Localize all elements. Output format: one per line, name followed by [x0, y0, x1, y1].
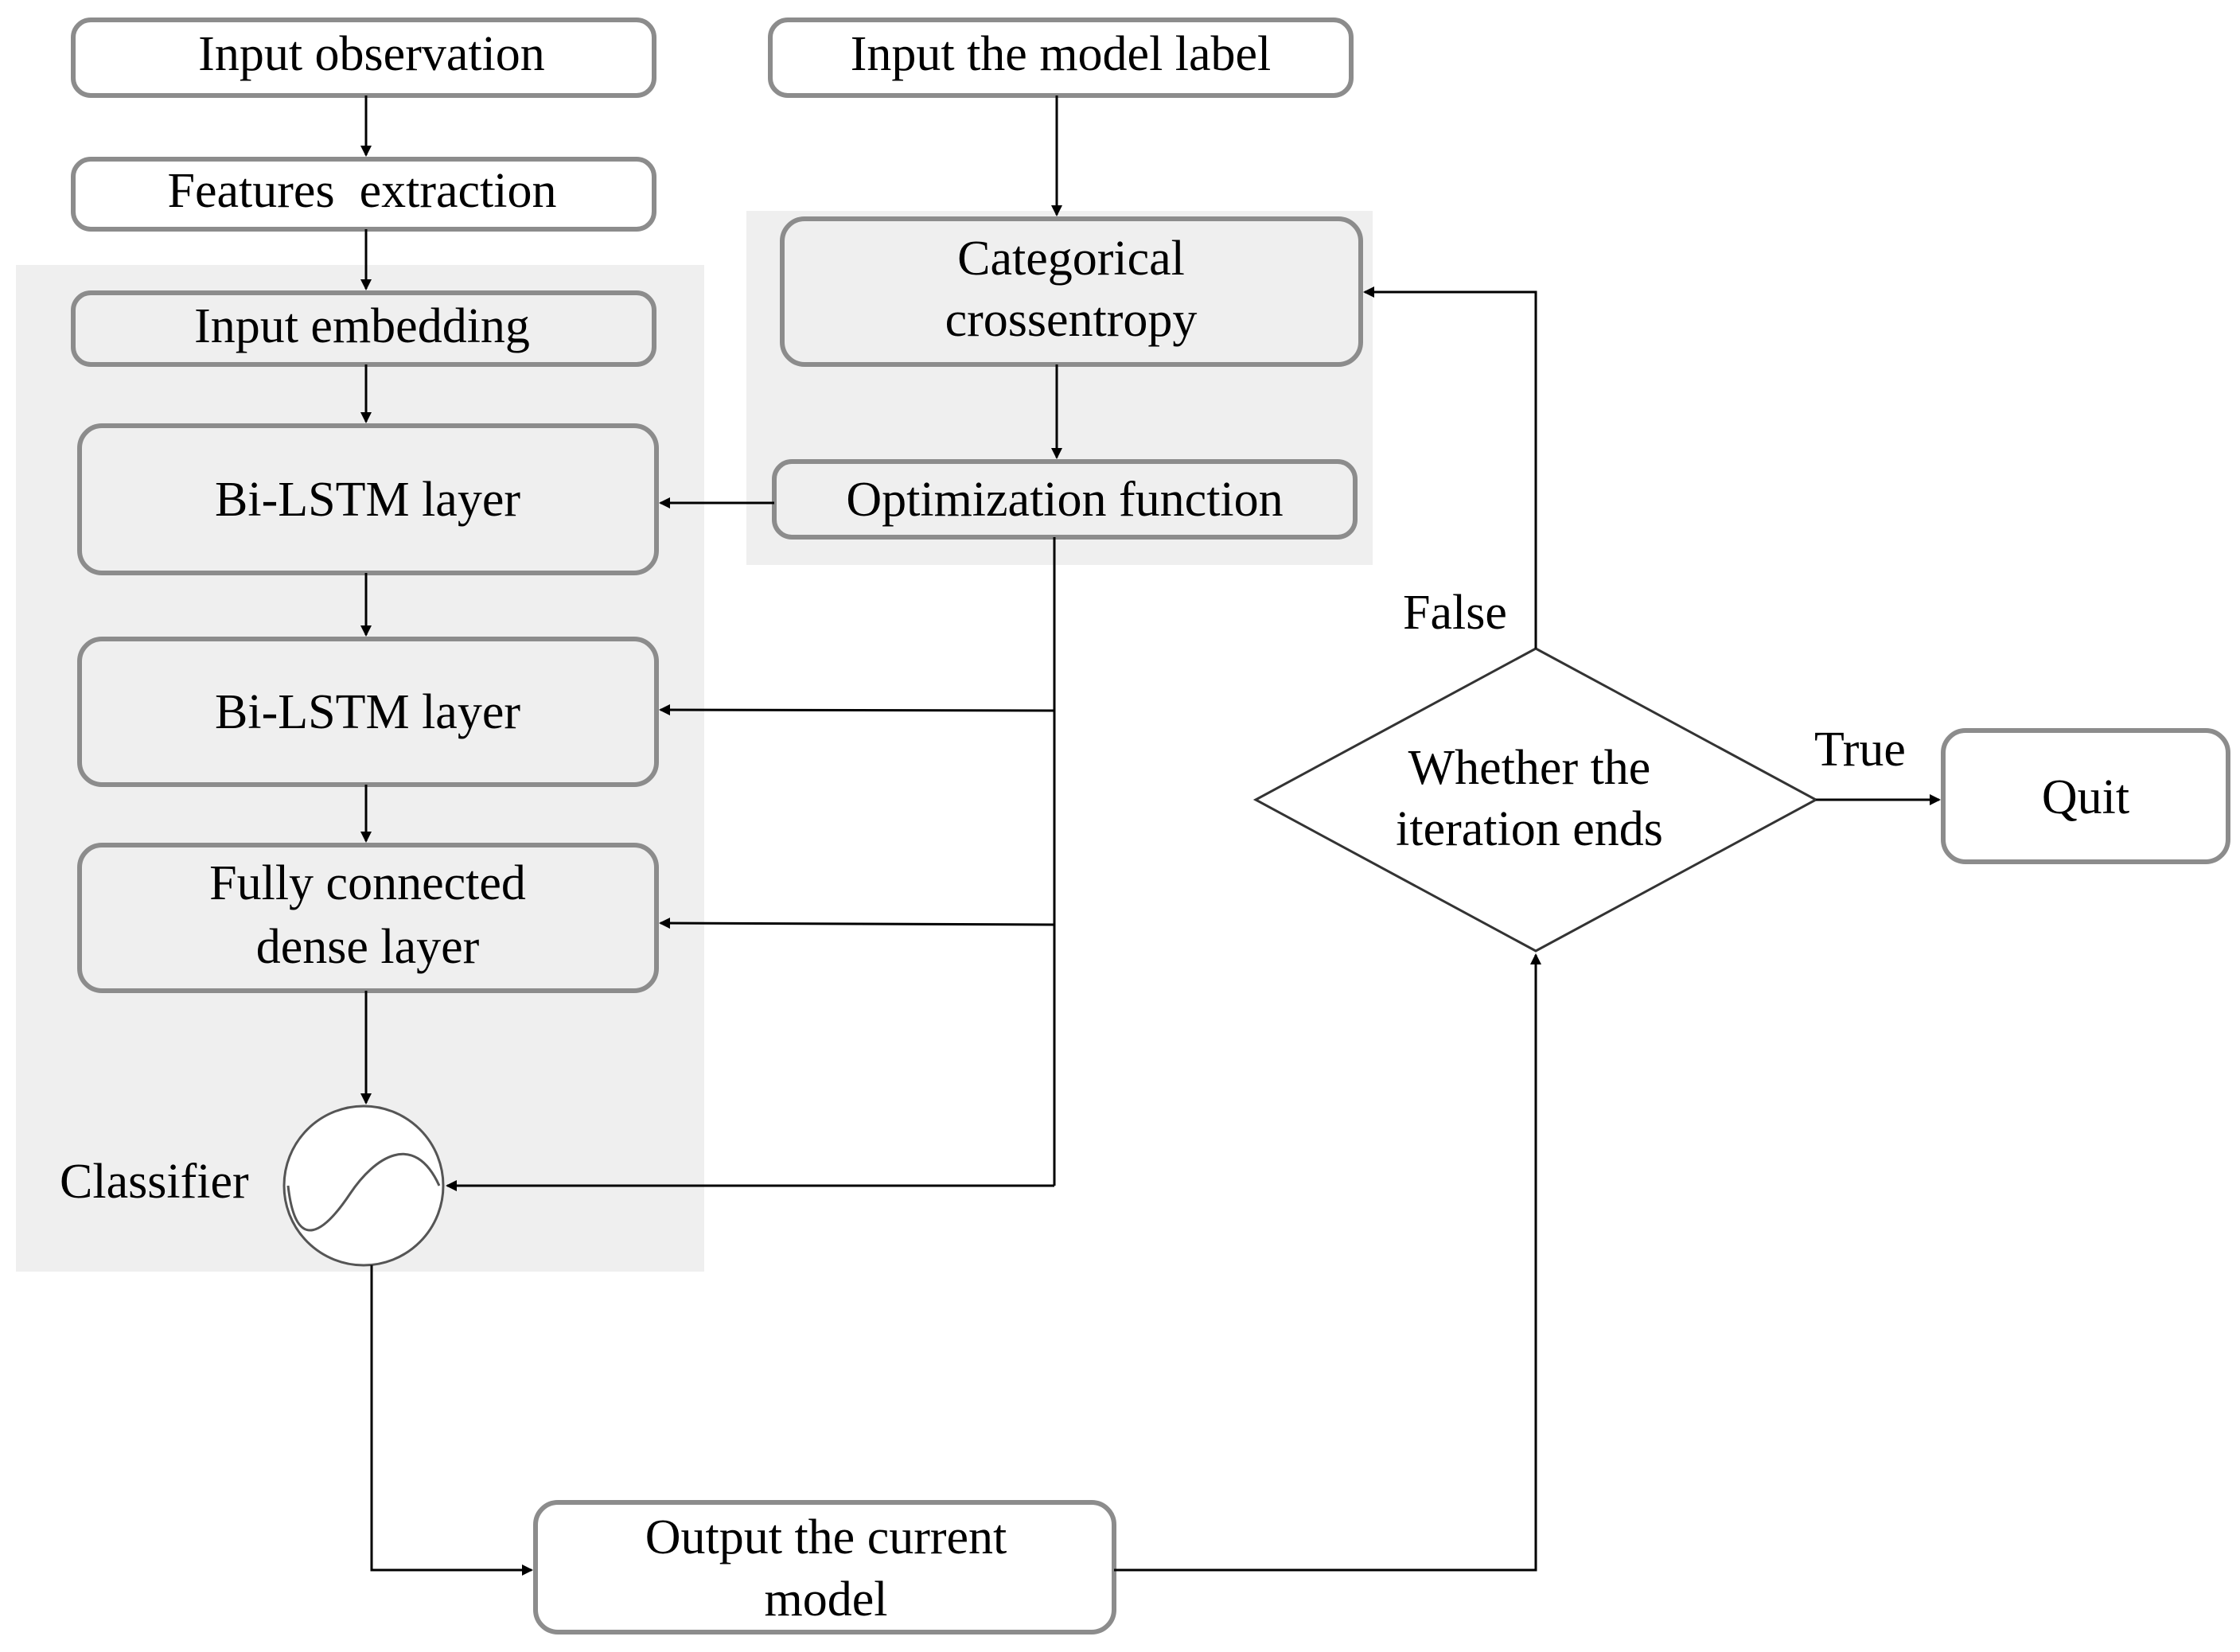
optimization-function-label: Optimization function — [846, 473, 1283, 527]
dense-layer-box: Fully connected dense layer — [77, 843, 659, 993]
input-observation-box: Input observation — [71, 18, 656, 98]
output-model-label-line1: Output the current — [645, 1510, 1007, 1564]
crossentropy-label-line2: crossentropy — [945, 293, 1198, 347]
crossentropy-box: Categorical crossentropy — [780, 216, 1363, 367]
sigmoid-icon — [286, 1152, 441, 1232]
dense-layer-label-line1: Fully connected — [209, 856, 526, 910]
optimization-function-box: Optimization function — [772, 459, 1358, 540]
input-model-label-box: Input the model label — [768, 18, 1354, 98]
crossentropy-label-line1: Categorical — [957, 232, 1185, 286]
input-embedding-label: Input embedding — [194, 299, 530, 353]
input-embedding-box: Input embedding — [71, 290, 656, 367]
edge-label-true: True — [1814, 723, 1906, 777]
bilstm-layer-1-label: Bi-LSTM layer — [215, 473, 520, 527]
dense-layer-label-line2: dense layer — [256, 920, 480, 974]
output-model-box: Output the current model — [533, 1500, 1116, 1634]
features-extraction-box: Features extraction — [71, 157, 656, 232]
bilstm-layer-2-label: Bi-LSTM layer — [215, 685, 520, 739]
arrow-to-bilstm2 — [659, 704, 1055, 716]
classifier-circle — [282, 1105, 445, 1267]
quit-box: Quit — [1941, 728, 2230, 864]
classifier-node: Classifier — [60, 1105, 445, 1267]
arrow-classifier-to-output — [370, 1265, 533, 1576]
output-model-label-line2: model — [765, 1572, 888, 1627]
edge-label-false: False — [1403, 586, 1507, 640]
decision-diamond — [1252, 647, 1819, 953]
features-extraction-label: Features extraction — [168, 164, 557, 218]
classifier-label: Classifier — [60, 1155, 249, 1209]
quit-label: Quit — [2042, 770, 2129, 824]
connectors — [360, 95, 1941, 1576]
arrow-to-dense — [659, 918, 1055, 929]
input-model-label-text: Input the model label — [851, 27, 1272, 81]
arrow-output-to-decision — [1114, 953, 1541, 1572]
bilstm-layer-2-box: Bi-LSTM layer — [77, 637, 659, 787]
decision-label-line1: Whether the — [1408, 741, 1651, 795]
input-observation-label: Input observation — [198, 27, 545, 81]
arrow-decision-false-to-crossentropy — [1363, 286, 1537, 649]
decision-node: Whether the iteration ends — [1252, 647, 1819, 953]
decision-label-line2: iteration ends — [1396, 802, 1663, 856]
bilstm-layer-1-box: Bi-LSTM layer — [77, 423, 659, 575]
